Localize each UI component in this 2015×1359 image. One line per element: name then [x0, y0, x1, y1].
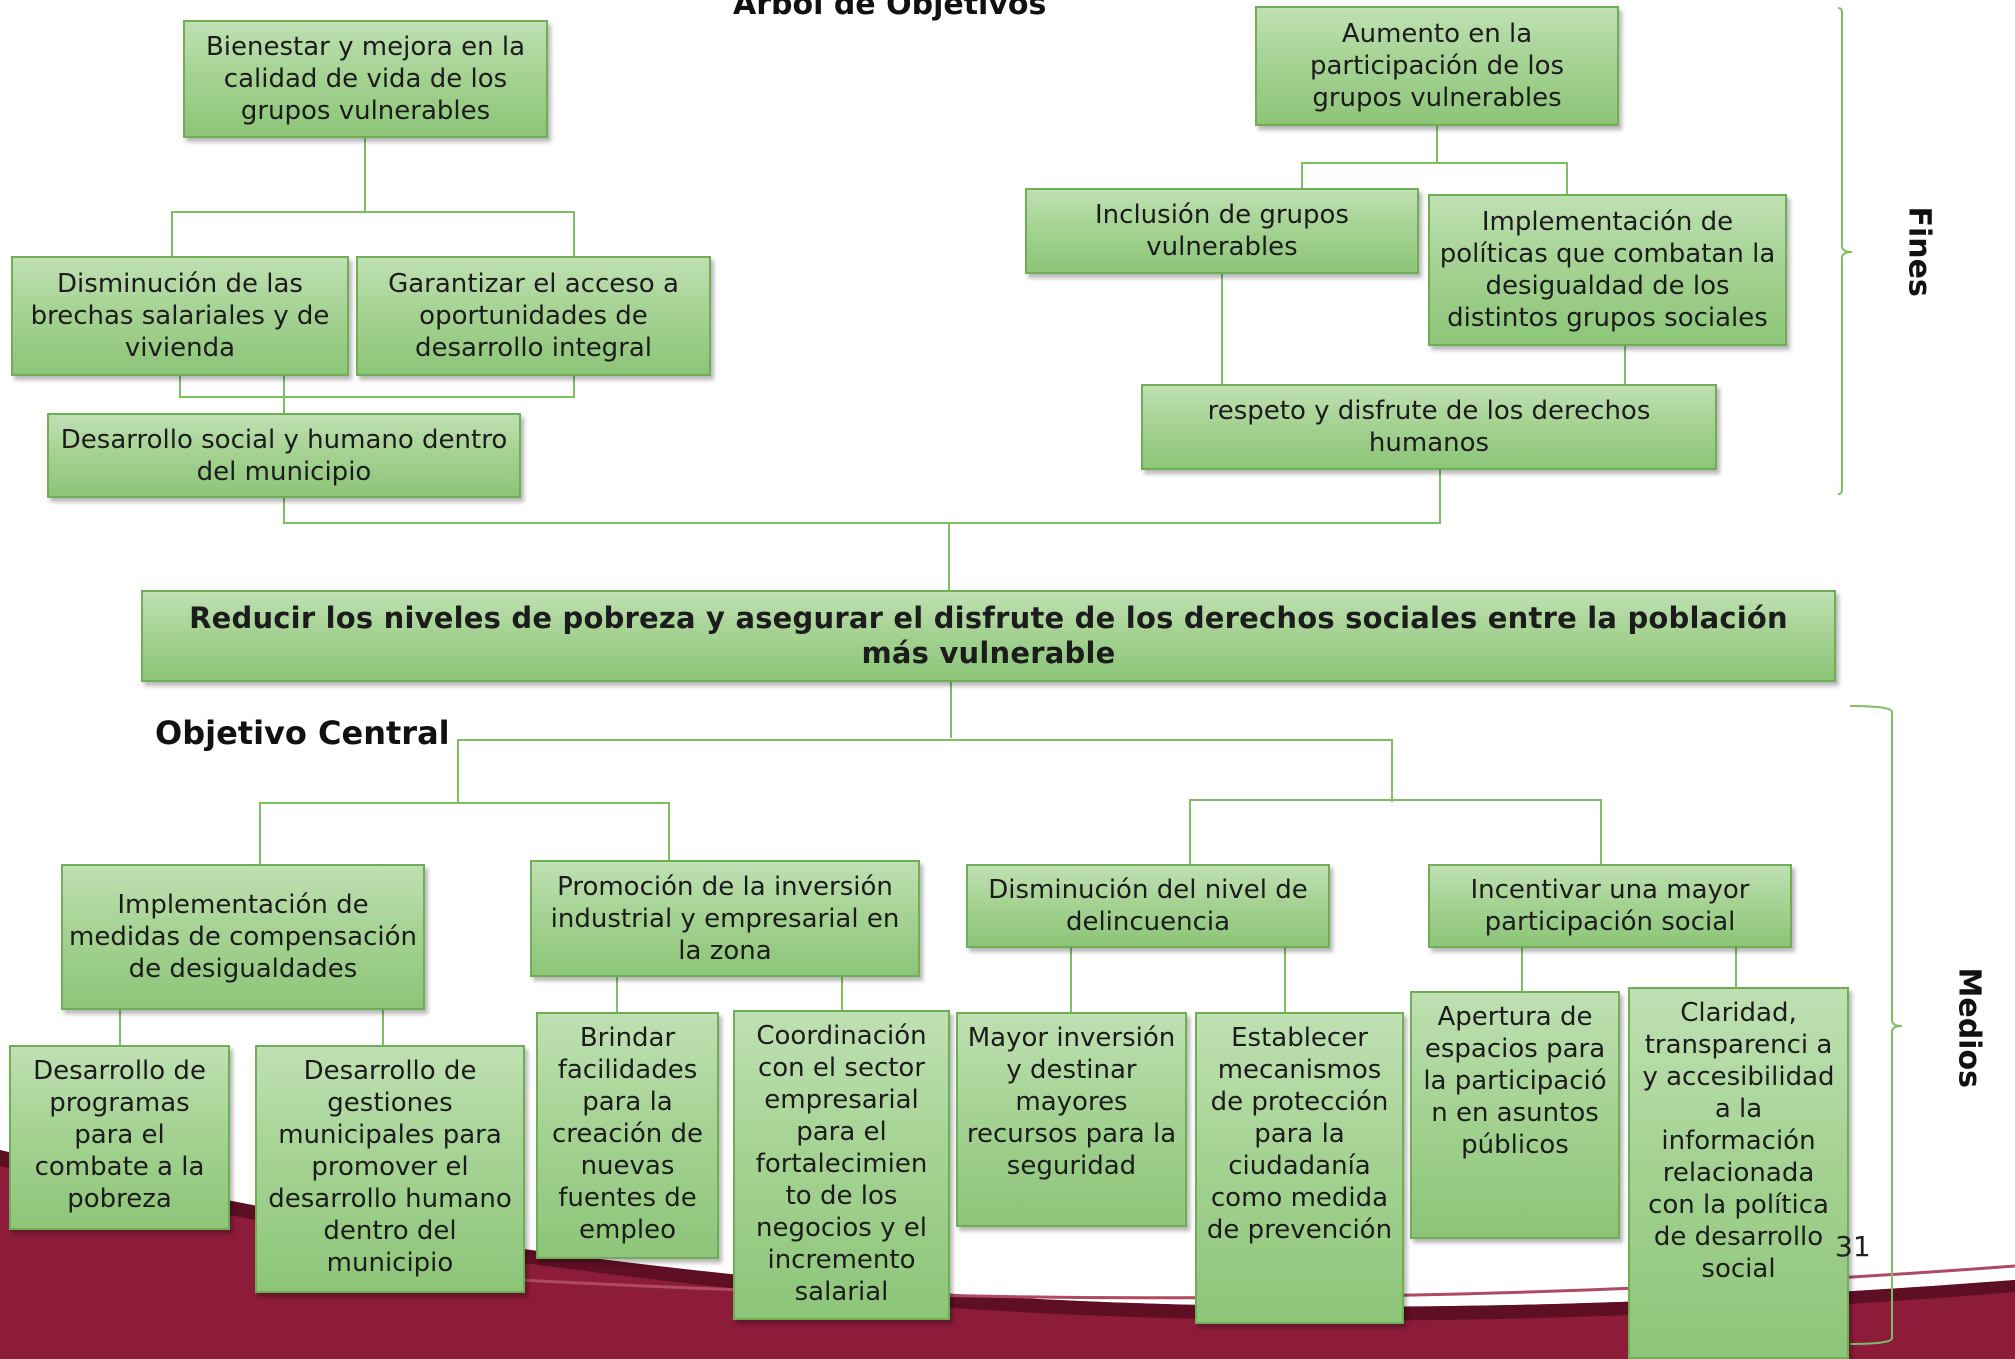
medio-participacion-social-box: Incentivar una mayor participación socia…	[1428, 864, 1792, 948]
medio-inversion-seguridad-box: Mayor inversión y destinar mayores recur…	[956, 1012, 1187, 1227]
medio-facilidades-empleo-box: Brindar facilidades para la creación de …	[536, 1012, 719, 1259]
fines-label: Fines	[1901, 206, 1937, 297]
page-number: 31	[1835, 1230, 1871, 1263]
medio-transparencia-info-box: Claridad, transparenci a y accesibilidad…	[1628, 987, 1849, 1359]
medio-programas-pobreza-box: Desarrollo de programas para el combate …	[9, 1045, 230, 1230]
medio-compensacion-box: Implementación de medidas de compensació…	[61, 864, 425, 1010]
fin-bienestar-box: Bienestar y mejora en la calidad de vida…	[183, 20, 548, 138]
fin-desarrollo-social-box: Desarrollo social y humano dentro del mu…	[47, 413, 521, 498]
central-objective-box: Reducir los niveles de pobreza y asegura…	[141, 590, 1836, 682]
fin-aumento-participacion-box: Aumento en la participación de los grupo…	[1255, 6, 1619, 126]
fin-inclusion-grupos-box: Inclusión de grupos vulnerables	[1025, 188, 1419, 274]
fin-implementacion-politicas-box: Implementación de políticas que combatan…	[1428, 194, 1787, 346]
central-objective-label: Objetivo Central	[155, 714, 450, 752]
fin-garantizar-acceso-box: Garantizar el acceso a oportunidades de …	[356, 256, 711, 376]
diagram-title: Árbol de Objetivos	[733, 0, 1047, 22]
fin-disminucion-brechas-box: Disminución de las brechas salariales y …	[11, 256, 349, 376]
fin-respeto-derechos-box: respeto y disfrute de los derechos human…	[1141, 384, 1717, 470]
medio-inversion-industrial-box: Promoción de la inversión industrial y e…	[530, 860, 920, 977]
medio-espacios-participacion-box: Apertura de espacios para la participaci…	[1410, 991, 1620, 1239]
medio-coordinacion-empresarial-box: Coordinación con el sector empresarial p…	[733, 1010, 950, 1320]
medio-gestiones-municipales-box: Desarrollo de gestiones municipales para…	[255, 1045, 525, 1293]
medio-delincuencia-box: Disminución del nivel de delincuencia	[966, 864, 1330, 948]
medios-label: Medios	[1951, 967, 1987, 1088]
medio-mecanismos-proteccion-box: Establecer mecanismos de protección para…	[1195, 1012, 1404, 1324]
